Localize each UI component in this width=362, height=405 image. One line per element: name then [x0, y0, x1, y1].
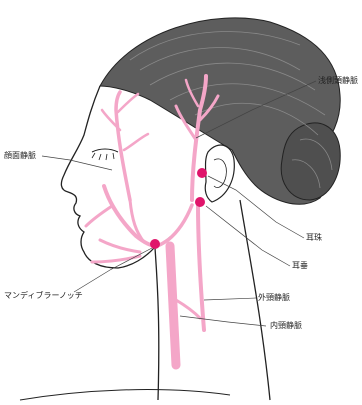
neck-front [155, 248, 159, 400]
label-tragus: 耳珠 [306, 234, 322, 242]
eye [92, 149, 118, 152]
label-superficial-temporal-vein: 浅側頭静脈 [318, 77, 358, 85]
internal-jugular-vein [170, 246, 176, 365]
tragus-point [197, 168, 207, 178]
label-earlobe: 耳垂 [292, 262, 308, 270]
collar [20, 390, 230, 400]
label-facial-vein: 顔面静脈 [4, 152, 36, 160]
label-external-jugular-vein: 外頸静脈 [258, 294, 290, 302]
label-internal-jugular-vein: 内頸静脈 [270, 322, 302, 330]
ear [205, 145, 234, 202]
veins [86, 76, 218, 365]
face-outline [61, 86, 178, 268]
label-mandibular-notch: マンディブラーノッチ [4, 292, 83, 300]
earlobe-point [195, 197, 205, 207]
external-jugular-vein [198, 205, 204, 330]
mandibular-notch-point [150, 239, 160, 249]
eyelashes [92, 153, 114, 160]
